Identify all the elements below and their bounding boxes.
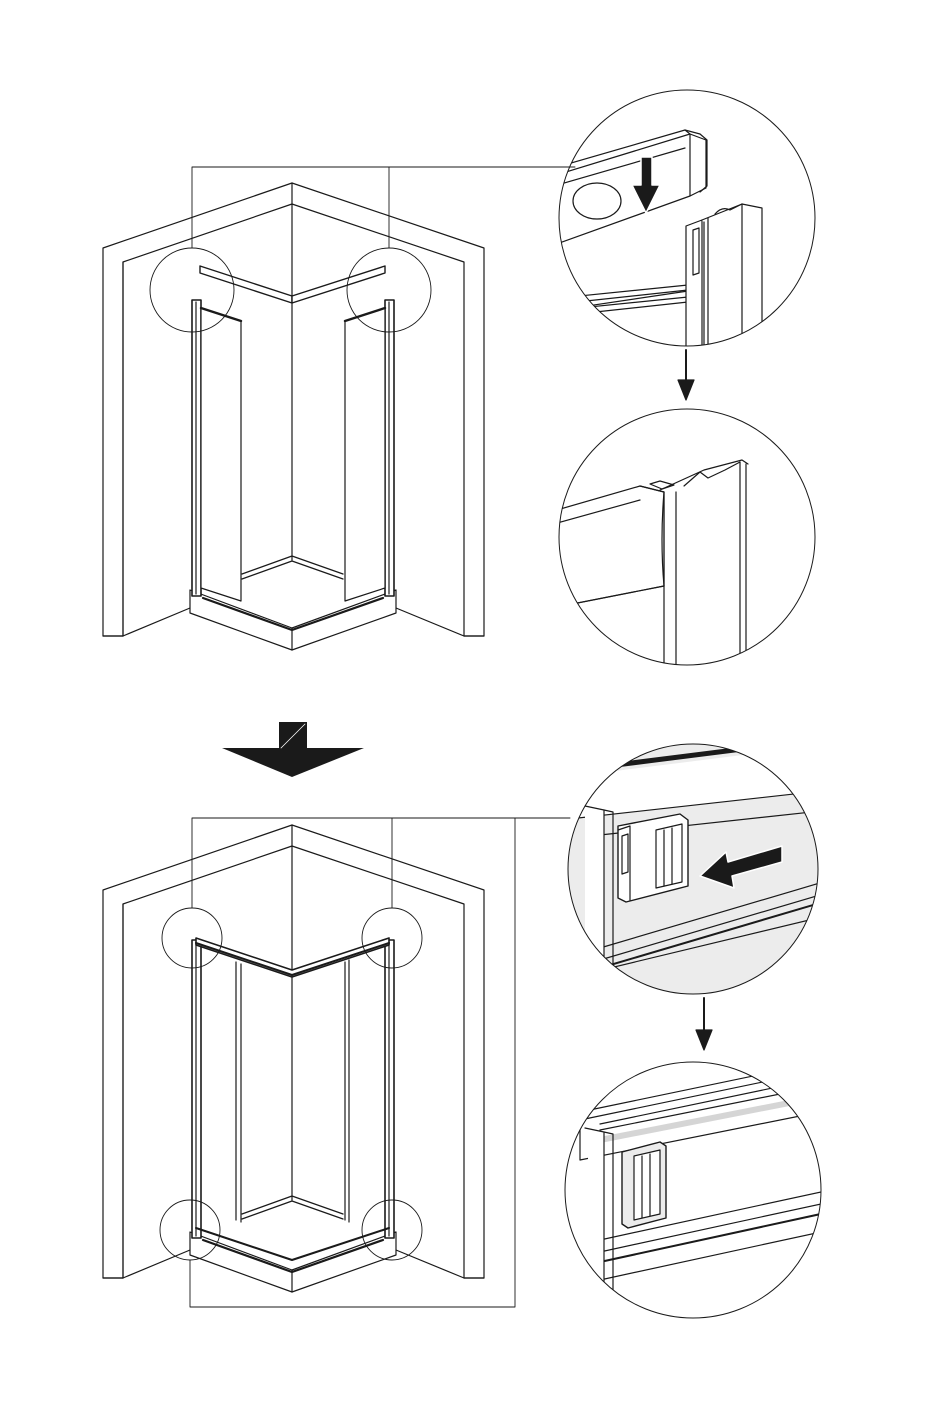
step-2-enclosure (103, 818, 570, 1307)
step-1-enclosure (103, 167, 575, 650)
right-panel (345, 300, 394, 601)
detail-1b (550, 409, 815, 670)
detail-2b (565, 1060, 830, 1320)
room-walls (103, 183, 484, 636)
room-walls-2 (103, 825, 484, 1278)
detail-2a (560, 738, 830, 1000)
assembled-frame (192, 938, 394, 1260)
big-arrow-down-icon (222, 722, 364, 777)
arrow-down-icon-1 (678, 350, 694, 400)
arrow-down-icon-2 (696, 998, 712, 1050)
detail-1a (540, 90, 815, 360)
left-panel (192, 300, 241, 601)
